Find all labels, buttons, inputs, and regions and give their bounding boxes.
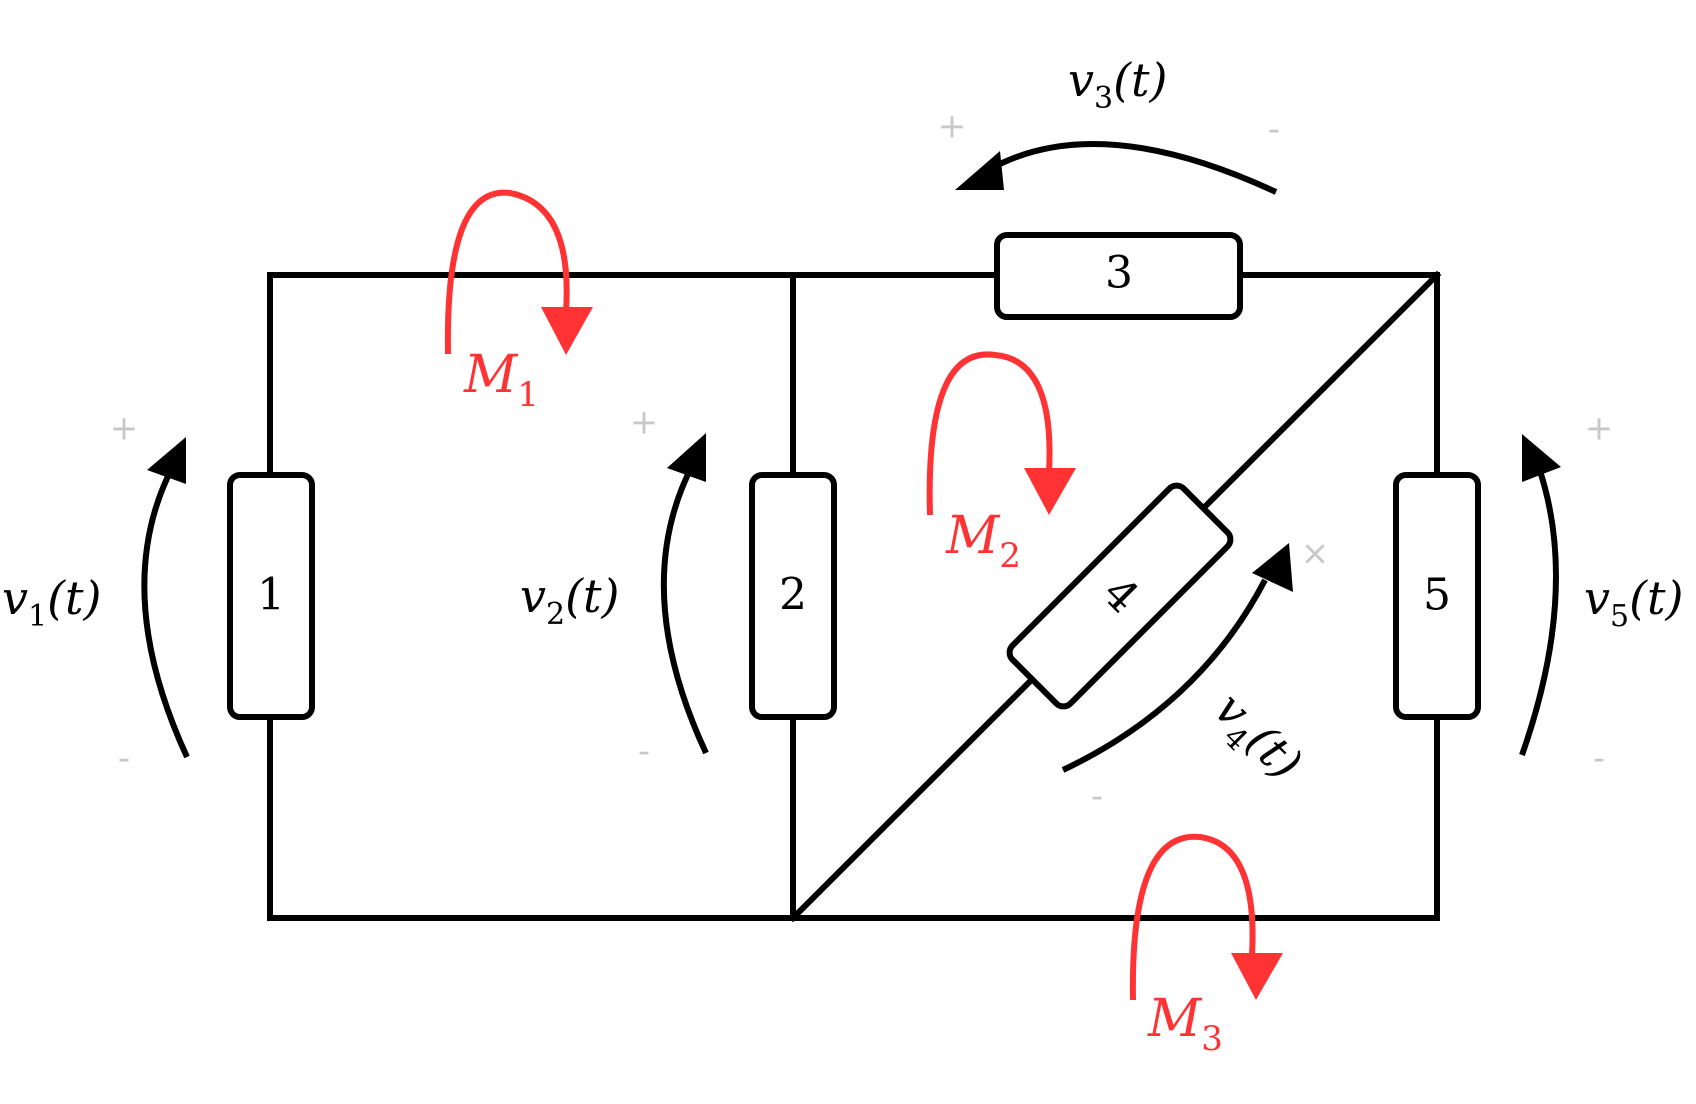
voltage-arrow-2 [660,433,709,755]
resistor-3: 3 [994,232,1243,320]
voltage-label-1: v1(t) [2,571,101,634]
resistor-5-label: 5 [1423,570,1451,621]
v2-plus-sign: + [630,403,659,443]
resistor-2-label: 2 [779,570,807,621]
voltage-label-5: v5(t) [1584,571,1683,634]
v5-plus-sign: + [1585,409,1614,449]
mesh-label-3: M3 [1147,989,1223,1059]
v3-plus-sign: + [938,107,967,147]
resistor-1: 1 [227,472,315,720]
voltage-arrow-3 [955,141,1278,195]
v1-minus-sign: - [118,739,130,779]
v4-minus-sign: - [1091,777,1103,817]
mesh-arrow-3 [1129,833,1283,1001]
v2-minus-sign: - [638,732,650,772]
voltage-arrow-5 [1519,434,1561,756]
wires [267,270,1442,923]
voltage-arrow-1 [141,437,190,759]
resistor-3-label: 3 [1105,248,1133,299]
mesh-label-1: M1 [463,345,539,415]
voltage-label-4: v4(t) [1198,682,1313,797]
v3-minus-sign: - [1268,110,1280,150]
voltage-label-3: v3(t) [1068,53,1167,116]
v1-plus-sign: + [110,409,139,449]
resistor-1-label: 1 [257,570,285,621]
mesh-label-2: M2 [945,506,1021,576]
resistor-4: 4 [1006,482,1234,710]
resistor-5: 5 [1393,472,1481,720]
v4-plus-sign: × [1301,534,1330,574]
v5-minus-sign: - [1593,739,1605,779]
mesh-arrow-1 [444,189,593,355]
resistor-2: 2 [749,472,837,720]
voltage-label-2: v2(t) [520,569,619,632]
voltage-arrow-4 [1061,543,1293,773]
mesh-arrow-2 [926,351,1076,516]
